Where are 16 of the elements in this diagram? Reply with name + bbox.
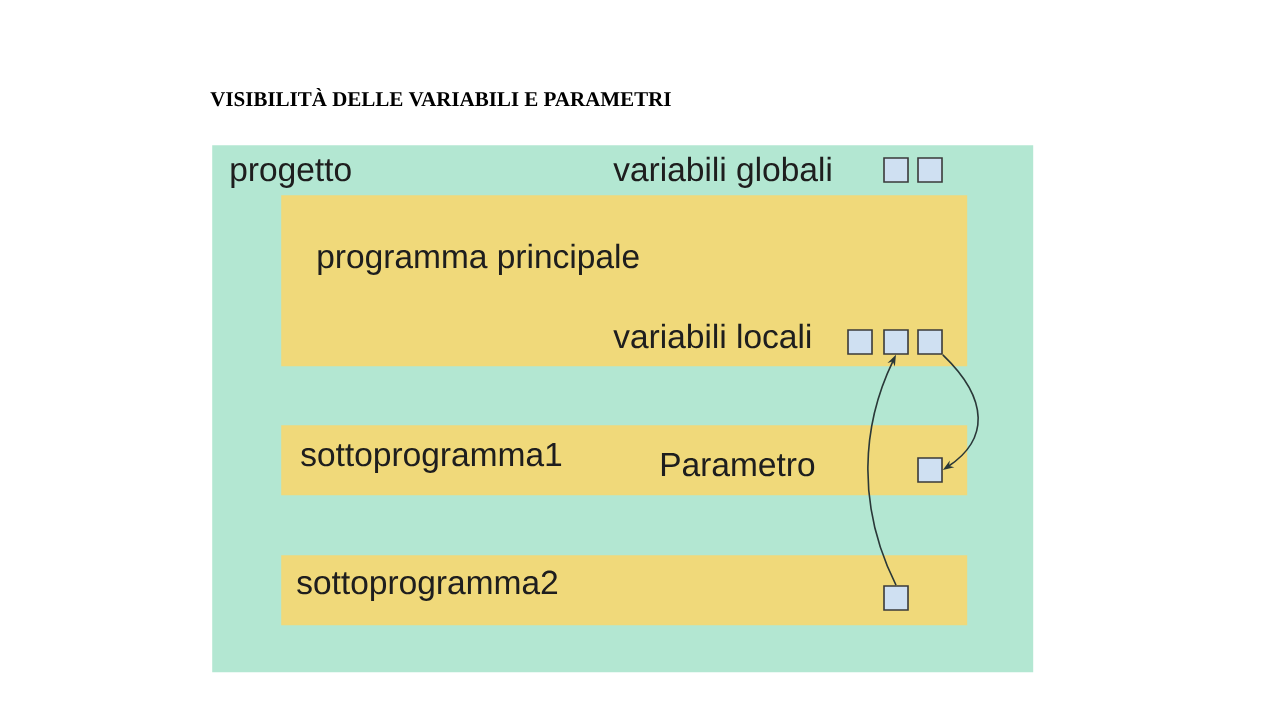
panel-title: programma principale [318, 243, 639, 275]
panel-title: sottoprogramma2 [297, 570, 558, 601]
title: VISIBILITÀ DELLE VARIABILI E PARAMETRI [210, 88, 671, 107]
variable-square [917, 157, 943, 183]
variable-square [883, 157, 909, 183]
variable-square [883, 329, 909, 355]
panel-label: variabili locali [613, 323, 811, 349]
variable-square [917, 329, 943, 355]
panel-title: sottoprogramma1 [301, 442, 562, 473]
panel-label: Parametro [661, 452, 815, 477]
variable-square [847, 329, 873, 355]
panel-label: variabili globali [613, 156, 831, 188]
arrow [942, 354, 979, 470]
variable-square [883, 585, 909, 611]
panel-title: progetto [231, 159, 351, 188]
variable-square [917, 457, 943, 483]
